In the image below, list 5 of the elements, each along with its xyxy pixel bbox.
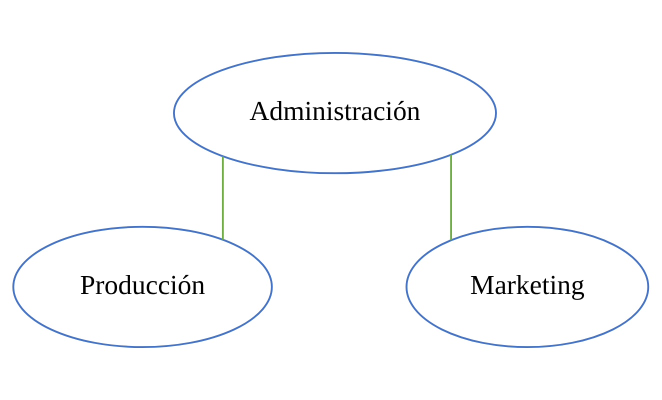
connector xyxy=(450,154,452,240)
node-ellipse: Marketing xyxy=(406,226,650,348)
node-ellipse: Producción xyxy=(12,226,273,348)
node-ellipse: Administración xyxy=(173,52,497,174)
connector xyxy=(222,156,224,240)
